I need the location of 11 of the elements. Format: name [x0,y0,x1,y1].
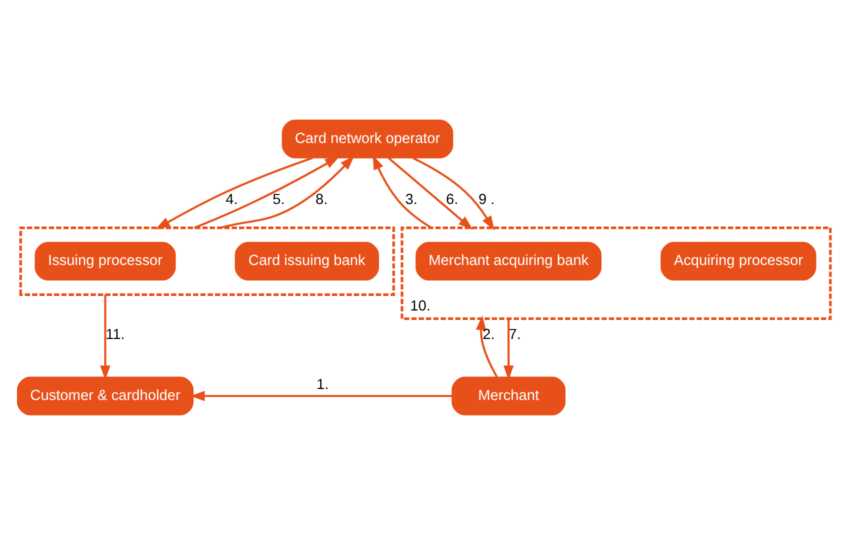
edge-label: 6. [446,191,458,208]
edge-label: 7. [508,326,521,342]
edge-label: 5. [272,191,285,208]
edge-label: 4. [226,191,238,208]
edge-label: 8. [315,191,328,208]
node-label: 10. [410,298,430,314]
edge-label: 11. [106,326,125,342]
edge-label: 1. [316,376,329,392]
edge-label: 3. [405,191,418,208]
edge-label: 2. [482,326,495,342]
edge-label: 9 . [478,191,495,208]
